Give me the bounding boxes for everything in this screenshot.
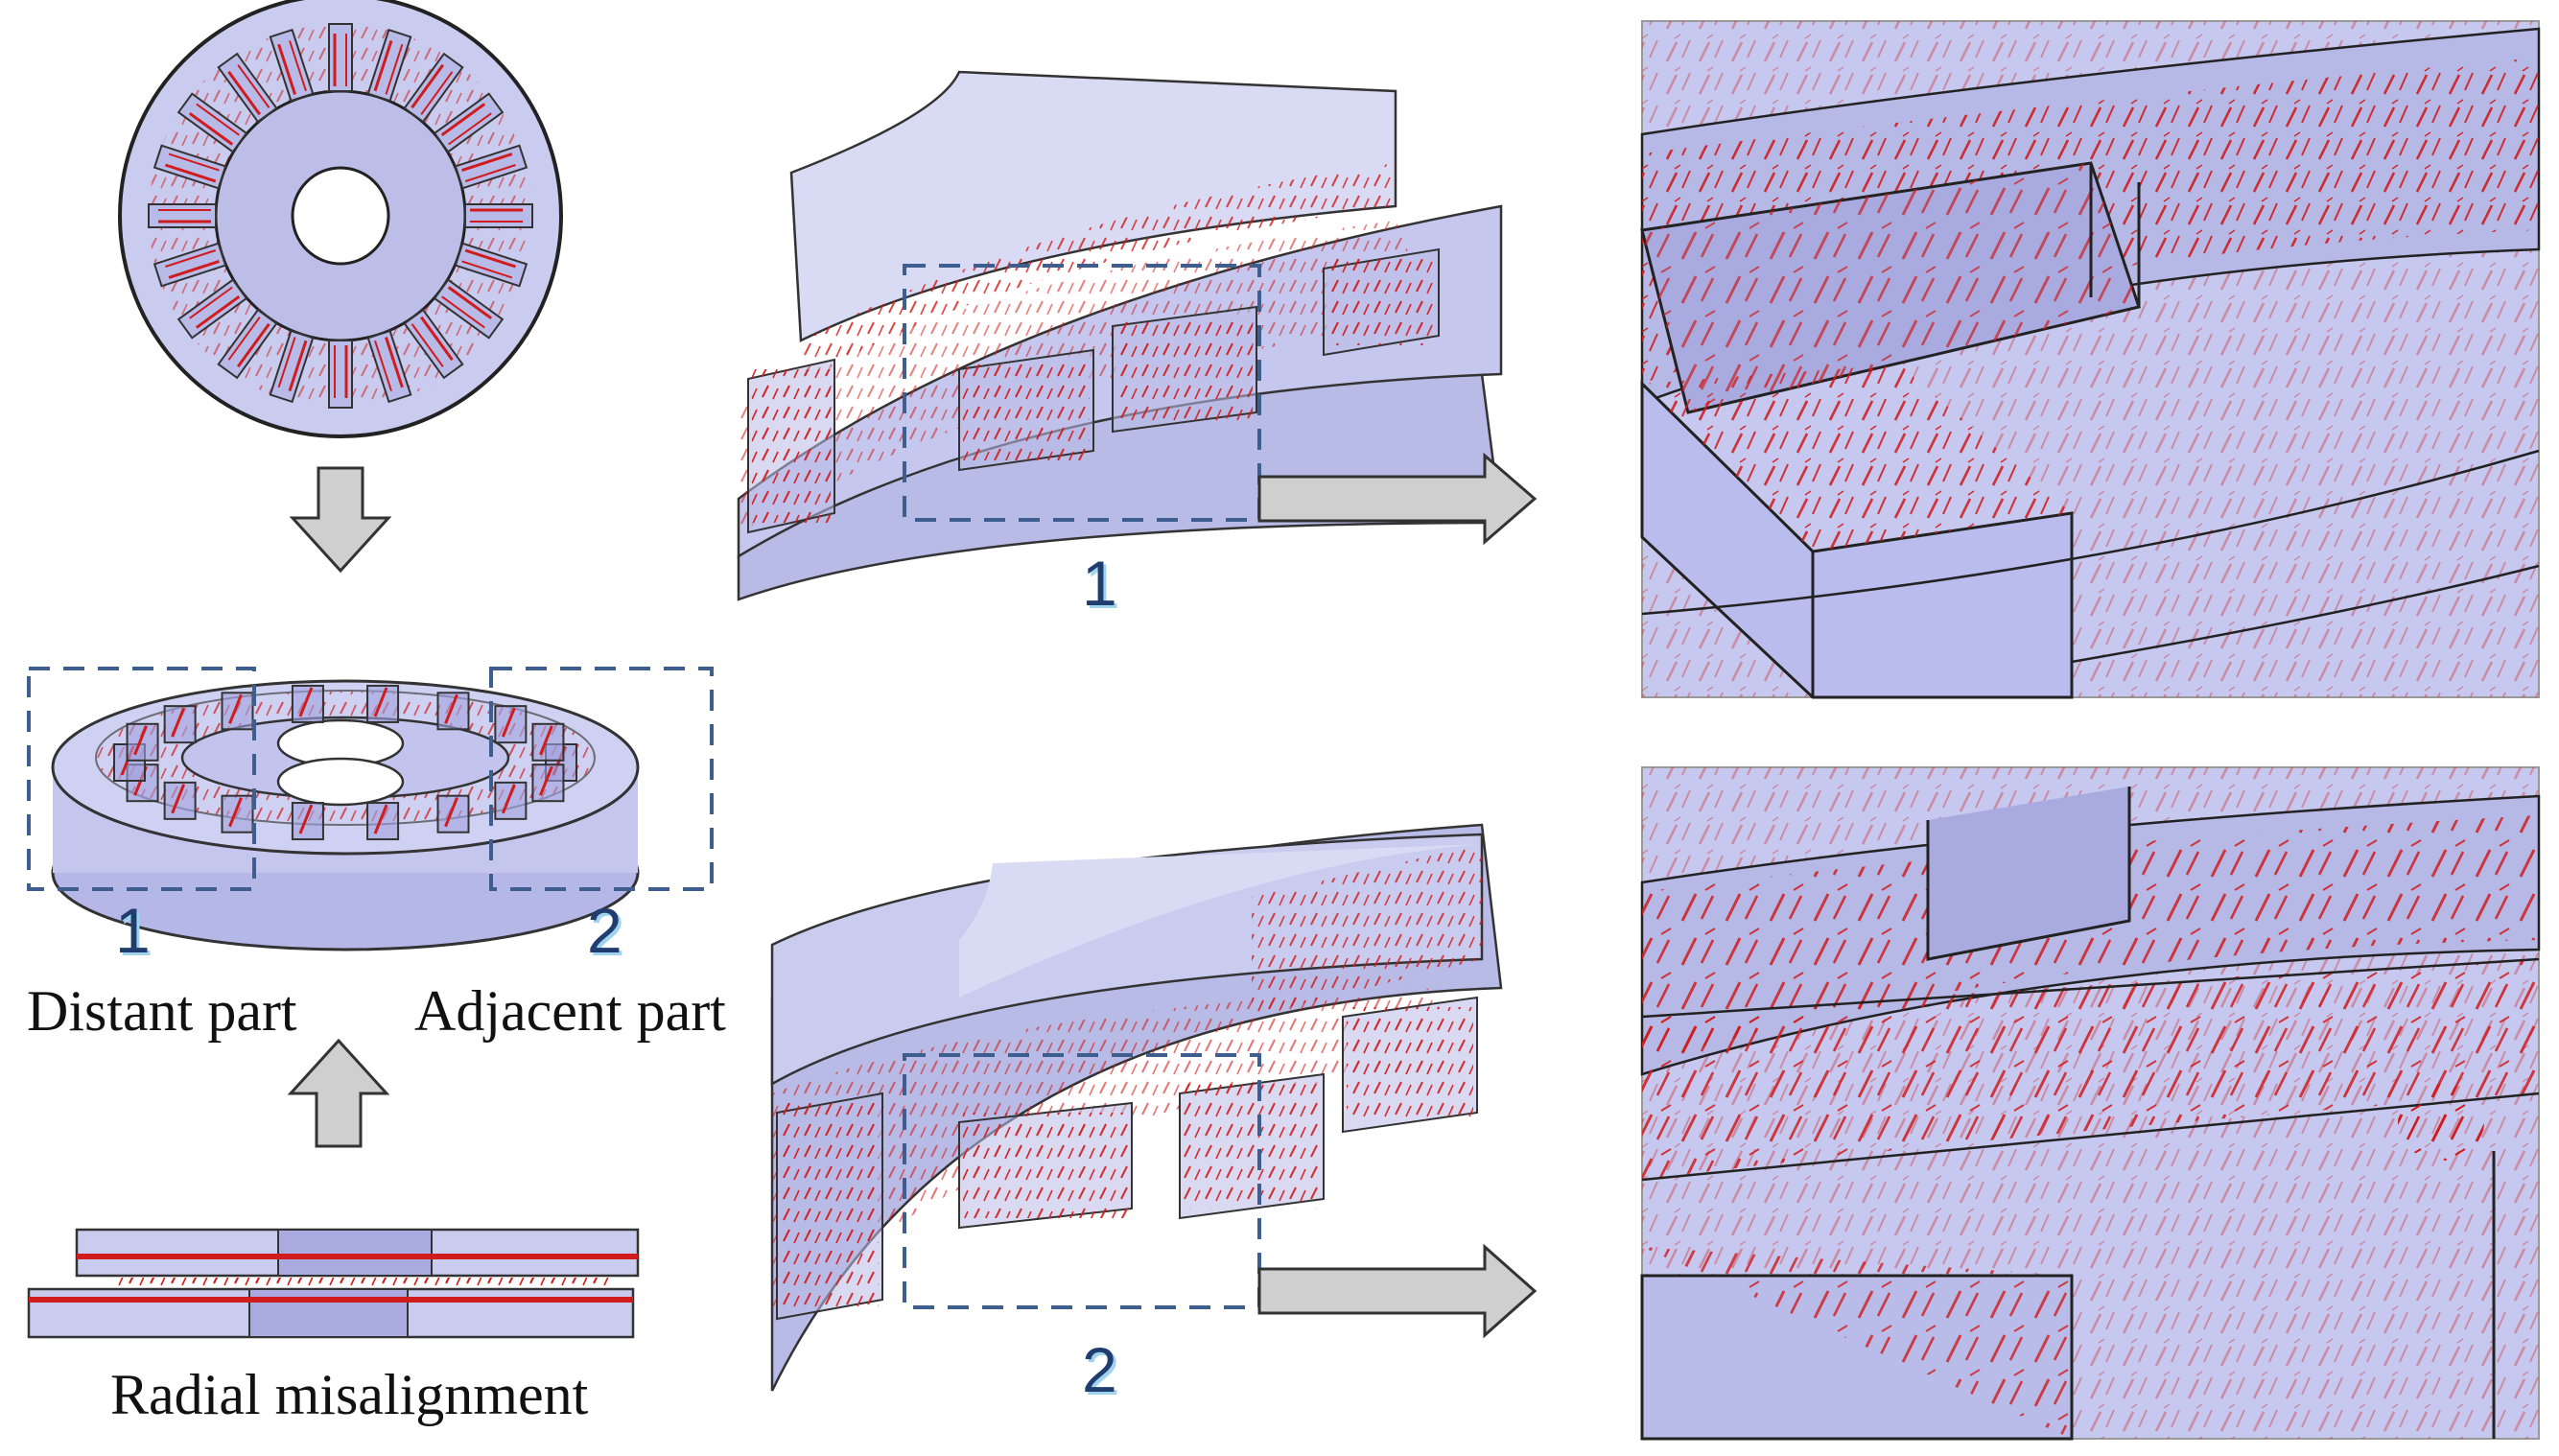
magnet-segment [328, 340, 353, 409]
right-arrow-1 [1257, 452, 1538, 546]
sector-field [1327, 259, 1435, 345]
center-hole [291, 166, 390, 266]
magnet-segment [269, 28, 315, 103]
up-arrow [287, 1038, 390, 1148]
coupling-top-view [118, 0, 563, 438]
callout-2-label: 2 [1082, 1334, 1117, 1405]
detail-panel-2 [1640, 766, 2541, 1441]
down-arrow [289, 466, 392, 574]
radial-misalignment-label: Radial misalignment [110, 1363, 589, 1426]
ring-magnet-array [113, 684, 577, 841]
magnet-segment [464, 203, 533, 228]
ring-field-line [444, 693, 458, 724]
ring-field-line [228, 797, 243, 828]
ring-field-line [539, 765, 553, 796]
adjacent-region-box [489, 667, 714, 891]
magnet-segment [454, 144, 528, 190]
top-magnet-array [148, 23, 533, 409]
magnet-segment [433, 92, 505, 153]
ring-field-line [501, 707, 516, 738]
zoom-box-1 [903, 264, 1261, 522]
adjacent-part-label: Adjacent part [414, 979, 726, 1043]
ring-magnet [366, 684, 400, 723]
sector-field [1347, 1007, 1473, 1122]
ring-field-line [228, 693, 243, 724]
sector-view-1 [737, 70, 1503, 601]
sector-field [752, 369, 831, 523]
region-2-label: 2 [587, 895, 622, 966]
sector-view-2 [770, 823, 1503, 1392]
ring-magnet [163, 781, 197, 820]
magnet-segment [366, 28, 412, 103]
ring-magnet [126, 722, 159, 762]
magnet-segment [403, 52, 464, 124]
magnet-segment [403, 308, 464, 380]
coupling-3d-ring [51, 679, 640, 951]
right-arrow-2 [1257, 1243, 1538, 1339]
ring-field-line [298, 687, 314, 717]
magnet-segment [454, 242, 528, 288]
magnet-segment [217, 52, 278, 124]
magnet-segment [148, 203, 217, 228]
ring-magnet [531, 722, 565, 762]
magnet-segment [328, 23, 353, 92]
ring-field-line [171, 707, 186, 738]
detail-panel-1 [1640, 20, 2541, 699]
ring-field-line [501, 784, 516, 814]
ring-magnet [221, 692, 254, 731]
sector1-magnets [747, 247, 1440, 534]
callout-1-label: 1 [1082, 548, 1117, 619]
ring-field-line [444, 797, 458, 828]
magnet-segment [153, 242, 227, 288]
ring-magnet [531, 763, 565, 803]
ring-magnet [291, 684, 324, 723]
ring-field-line [133, 725, 148, 756]
magnet-segment [217, 308, 278, 380]
magnet-segment [433, 278, 505, 340]
ring-magnet [436, 794, 470, 834]
ring-magnet [366, 802, 400, 841]
ring-magnet [436, 692, 470, 731]
distant-region-box [27, 667, 256, 891]
side-view [27, 1228, 640, 1339]
ring-magnet [163, 705, 197, 744]
ring-magnet [221, 794, 254, 834]
sector-field [781, 1103, 879, 1309]
ring-field-line [171, 784, 186, 814]
sector-field [1116, 317, 1253, 422]
ring-field-line [298, 804, 314, 834]
magnet-segment [176, 278, 248, 340]
ring-magnet [494, 705, 528, 744]
distant-part-label: Distant part [27, 979, 297, 1043]
magnet-segment [269, 329, 315, 404]
sector2-magnets [776, 996, 1478, 1321]
magnet-segment [366, 329, 412, 404]
zoom-box-2 [903, 1053, 1261, 1309]
ring-field-line [373, 687, 388, 717]
region-1-label: 1 [115, 895, 151, 966]
ring-magnet [494, 781, 528, 820]
magnet-segment [176, 92, 248, 153]
magnet-segment [153, 144, 227, 190]
ring-field-line [539, 725, 553, 756]
sector-field [1184, 1084, 1320, 1209]
sector-field [963, 360, 1090, 460]
ring-field-line [373, 804, 388, 834]
ring-magnet [291, 802, 324, 841]
sector-field [963, 1113, 1128, 1218]
